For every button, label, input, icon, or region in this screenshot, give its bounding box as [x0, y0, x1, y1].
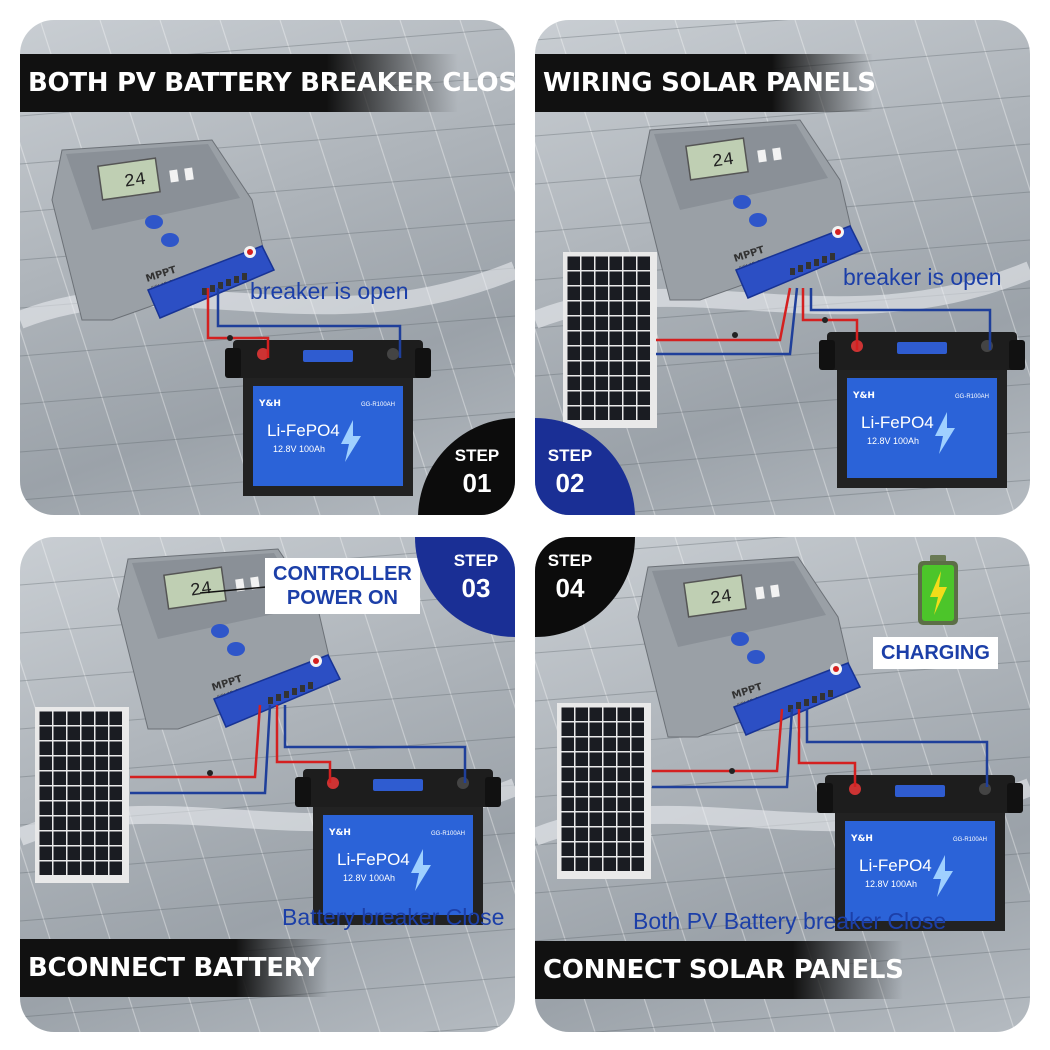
svg-text:Y&H: Y&H	[258, 399, 281, 409]
battery-breaker-open-icon	[822, 317, 828, 323]
step-badge: STEP 02	[535, 418, 635, 515]
charge-controller: 24MPPTSOLAR CHARGE CONTROLLER	[639, 119, 864, 301]
pv-negative-wire	[656, 287, 799, 356]
svg-text:12.8V 100Ah: 12.8V 100Ah	[273, 444, 325, 454]
solar-panel-module	[563, 252, 657, 428]
step-title: BCONNECT BATTERY	[20, 939, 328, 997]
charging-battery-icon	[918, 555, 958, 625]
callout-leader	[199, 586, 267, 594]
pv-negative-wire	[130, 704, 272, 795]
pv-positive-wire	[652, 708, 784, 773]
panel-step-2: WIRING SOLAR PANELS 24MPPTSOLAR CHARGE C…	[535, 20, 1030, 515]
controller-power-callout: CONTROLLER POWER ON	[265, 558, 420, 614]
panel-step-4: 24MPPTSOLAR CHARGE CONTROLLER Y&H Li-FePO…	[535, 537, 1030, 1032]
annotation-label: Battery breaker Close	[282, 904, 505, 930]
pv-positive-wire	[656, 287, 792, 342]
svg-text:Li-FePO4: Li-FePO4	[859, 856, 932, 875]
battery-positive-wire	[801, 288, 859, 350]
step-title: BOTH PV BATTERY BREAKER CLOSE	[20, 54, 515, 112]
wiring-diagram: 24MPPTSOLAR CHARGE CONTROLLER Y&H Li-FePO…	[51, 139, 431, 496]
solar-panel-module	[557, 703, 651, 879]
step-badge: STEP 03	[415, 537, 515, 637]
svg-text:Li-FePO4: Li-FePO4	[337, 850, 410, 869]
svg-text:GG-R100AH: GG-R100AH	[953, 837, 987, 843]
pv-breaker-open-icon	[732, 332, 738, 338]
battery: Y&H Li-FePO4 12.8V 100Ah GG-R100AH	[225, 340, 431, 496]
annotation-label: breaker is open	[843, 264, 1002, 290]
solar-panel-module	[35, 707, 129, 883]
step-title: CONNECT SOLAR PANELS	[535, 941, 904, 999]
svg-text:Y&H: Y&H	[850, 834, 873, 844]
wiring-diagram: 24MPPTSOLAR CHARGE CONTROLLER Y&H Li-FePO…	[557, 555, 1023, 931]
annotation-label: breaker is open	[250, 278, 409, 304]
battery-negative-wire	[283, 705, 467, 783]
svg-text:24: 24	[189, 579, 213, 602]
annotation-label: Both PV Battery breaker Close	[633, 908, 947, 934]
svg-text:Y&H: Y&H	[328, 828, 351, 838]
pv-breaker-open-icon	[207, 770, 213, 776]
battery-positive-wire	[797, 709, 857, 787]
svg-text:24: 24	[709, 587, 733, 610]
wiring-diagram: 24MPPTSOLAR CHARGE CONTROLLER Y&H Li-FePO…	[563, 119, 1025, 488]
pv-positive-wire	[130, 704, 262, 779]
battery-positive-wire	[275, 705, 332, 783]
battery-negative-wire	[809, 288, 992, 350]
negative-wire	[216, 288, 402, 358]
battery: Y&H Li-FePO4 12.8V 100Ah GG-R100AH	[817, 775, 1023, 931]
svg-text:24: 24	[123, 170, 147, 193]
svg-text:GG-R100AH: GG-R100AH	[955, 394, 989, 400]
svg-text:GG-R100AH: GG-R100AH	[431, 831, 465, 837]
step-title: WIRING SOLAR PANELS	[535, 54, 876, 112]
pv-breaker-closed-icon	[729, 768, 735, 774]
svg-text:GG-R100AH: GG-R100AH	[361, 402, 395, 408]
battery: Y&H Li-FePO4 12.8V 100Ah GG-R100AH	[819, 332, 1025, 488]
breaker-open-icon	[227, 335, 233, 341]
panel-step-3: 24MPPTSOLAR CHARGE CONTROLLER Y&HLi-FePO…	[20, 537, 515, 1032]
charge-controller: 24MPPTSOLAR CHARGE CONTROLLER	[637, 556, 862, 738]
battery: Y&H Li-FePO4 12.8V 100Ah GG-R100AH	[295, 769, 501, 925]
svg-text:Li-FePO4: Li-FePO4	[267, 421, 340, 440]
charge-controller: 24MPPTSOLAR CHARGE CONTROLLER	[51, 139, 276, 321]
svg-text:Li-FePO4: Li-FePO4	[861, 413, 934, 432]
svg-text:12.8V 100Ah: 12.8V 100Ah	[343, 873, 395, 883]
svg-text:12.8V 100Ah: 12.8V 100Ah	[865, 879, 917, 889]
svg-text:24: 24	[711, 150, 735, 173]
pv-negative-wire	[652, 708, 794, 789]
svg-text:12.8V 100Ah: 12.8V 100Ah	[867, 436, 919, 446]
charging-callout: CHARGING	[873, 637, 998, 669]
svg-text:Y&H: Y&H	[852, 391, 875, 401]
panel-step-1: BOTH PV BATTERY BREAKER CLOSE 24MPPTSOLA…	[20, 20, 515, 515]
positive-wire	[206, 288, 270, 358]
battery-negative-wire	[805, 709, 989, 787]
